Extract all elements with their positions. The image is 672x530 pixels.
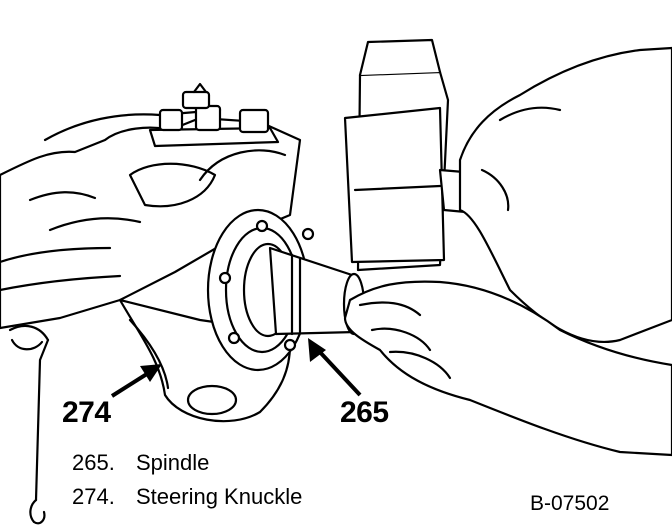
parts-legend: 265. Spindle 274. Steering Knuckle bbox=[72, 446, 302, 514]
brake-line bbox=[29, 338, 50, 525]
callout-arrow-274 bbox=[110, 364, 162, 398]
callout-arrow-265 bbox=[308, 338, 362, 397]
knuckle-cap-bolts bbox=[148, 82, 280, 148]
legend-row-steering-knuckle: 274. Steering Knuckle bbox=[72, 480, 302, 514]
callout-label-274: 274 bbox=[62, 396, 111, 429]
left-hand bbox=[343, 280, 672, 457]
legend-label: Steering Knuckle bbox=[136, 484, 303, 509]
puller-tool bbox=[343, 38, 502, 272]
legend-number: 274. bbox=[72, 484, 115, 509]
right-hand bbox=[458, 46, 672, 343]
callout-label-265: 265 bbox=[340, 396, 389, 429]
legend-number: 265. bbox=[72, 450, 115, 475]
figure-id: B-07502 bbox=[530, 492, 610, 515]
legend-row-spindle: 265. Spindle bbox=[72, 446, 302, 480]
legend-label: Spindle bbox=[136, 450, 210, 475]
